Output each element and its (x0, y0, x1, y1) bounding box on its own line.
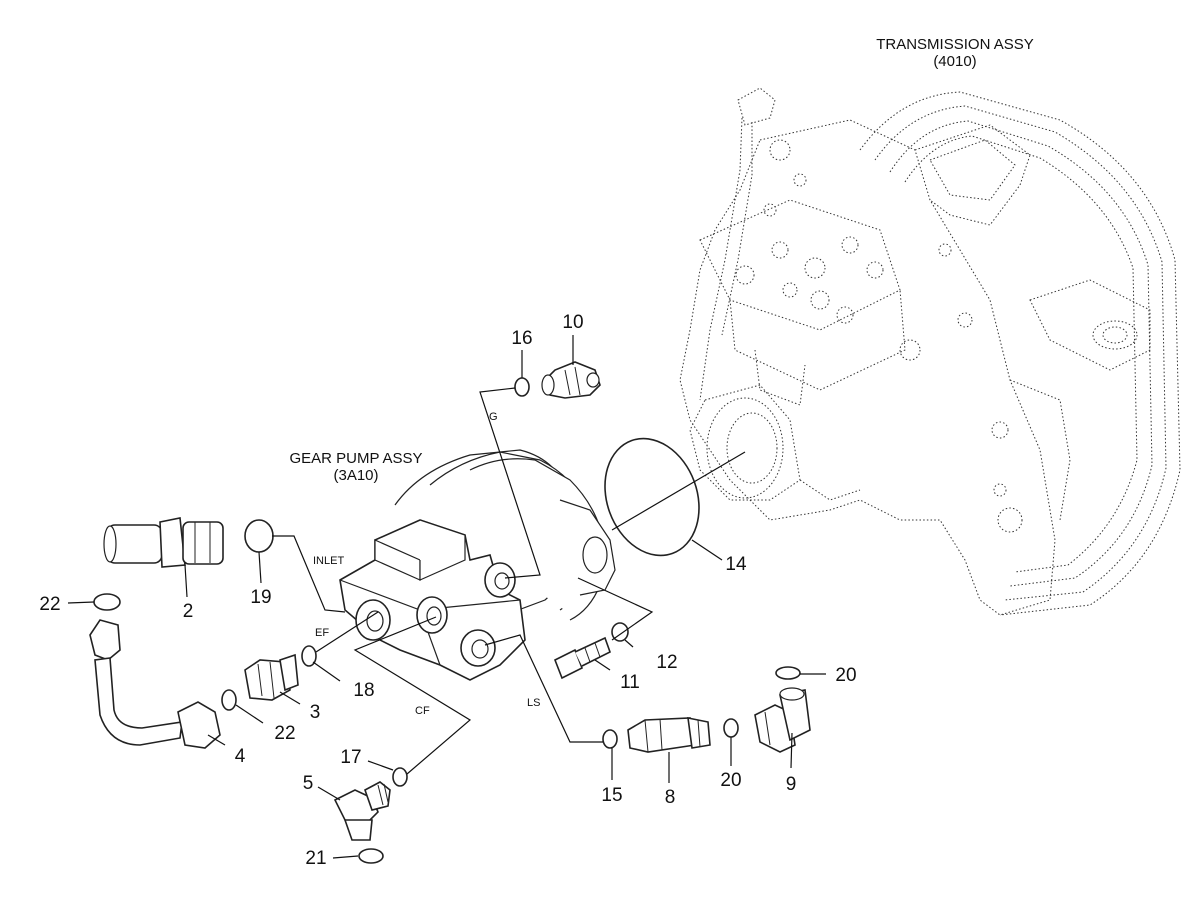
callout-20b: 20 (720, 770, 741, 791)
gear-pump-assy-name: GEAR PUMP ASSY (289, 450, 422, 467)
callout-5: 5 (303, 773, 314, 794)
callout-3: 3 (310, 702, 321, 723)
o-ring-20b (775, 666, 801, 680)
port-label-inlet: INLET (313, 555, 344, 567)
callout-8: 8 (665, 787, 676, 808)
o-ring-16 (514, 377, 530, 397)
leader-lines (67, 335, 826, 859)
transmission-assy-name: TRANSMISSION ASSY (876, 36, 1034, 53)
transmission-assembly-drawing (679, 87, 1181, 616)
part-2-adapter (103, 517, 224, 568)
callout-4: 4 (235, 746, 246, 767)
callout-17: 17 (340, 747, 361, 768)
o-ring-19 (244, 519, 274, 553)
port-label-cf: CF (415, 705, 430, 717)
callout-21: 21 (305, 848, 326, 869)
part-4-pipe (89, 619, 221, 749)
part-8-union (627, 716, 711, 753)
callout-22b: 22 (274, 723, 295, 744)
callout-12: 12 (656, 652, 677, 673)
callout-19: 19 (250, 587, 271, 608)
callout-9: 9 (786, 774, 797, 795)
o-ring-22b (221, 689, 237, 711)
o-ring-15 (602, 729, 618, 749)
o-ring-17 (392, 767, 408, 787)
part-10-plug (541, 361, 601, 399)
callout-22a: 22 (39, 594, 60, 615)
port-label-ls: LS (527, 697, 540, 709)
callout-20a: 20 (835, 665, 856, 686)
o-ring-21 (358, 848, 384, 864)
transmission-assy-code: (4010) (933, 53, 976, 70)
callout-10: 10 (562, 312, 583, 333)
o-ring-22a (93, 593, 121, 611)
part-3-fitting (244, 653, 299, 701)
port-label-ef: EF (315, 627, 329, 639)
port-label-g: G (489, 411, 498, 423)
callout-16: 16 (511, 328, 532, 349)
gear-pump-assy-code: (3A10) (333, 467, 378, 484)
callout-15: 15 (601, 785, 622, 806)
callout-18: 18 (353, 680, 374, 701)
part-11-bolt (553, 636, 611, 680)
part-5-elbow (333, 781, 391, 841)
gear-pump-assembly-drawing (339, 449, 616, 681)
callout-11: 11 (620, 672, 640, 693)
o-ring-20a (723, 718, 739, 738)
o-ring-18 (301, 645, 317, 667)
callout-14: 14 (725, 554, 747, 575)
callout-2: 2 (183, 601, 194, 622)
part-9-elbow (754, 687, 811, 753)
